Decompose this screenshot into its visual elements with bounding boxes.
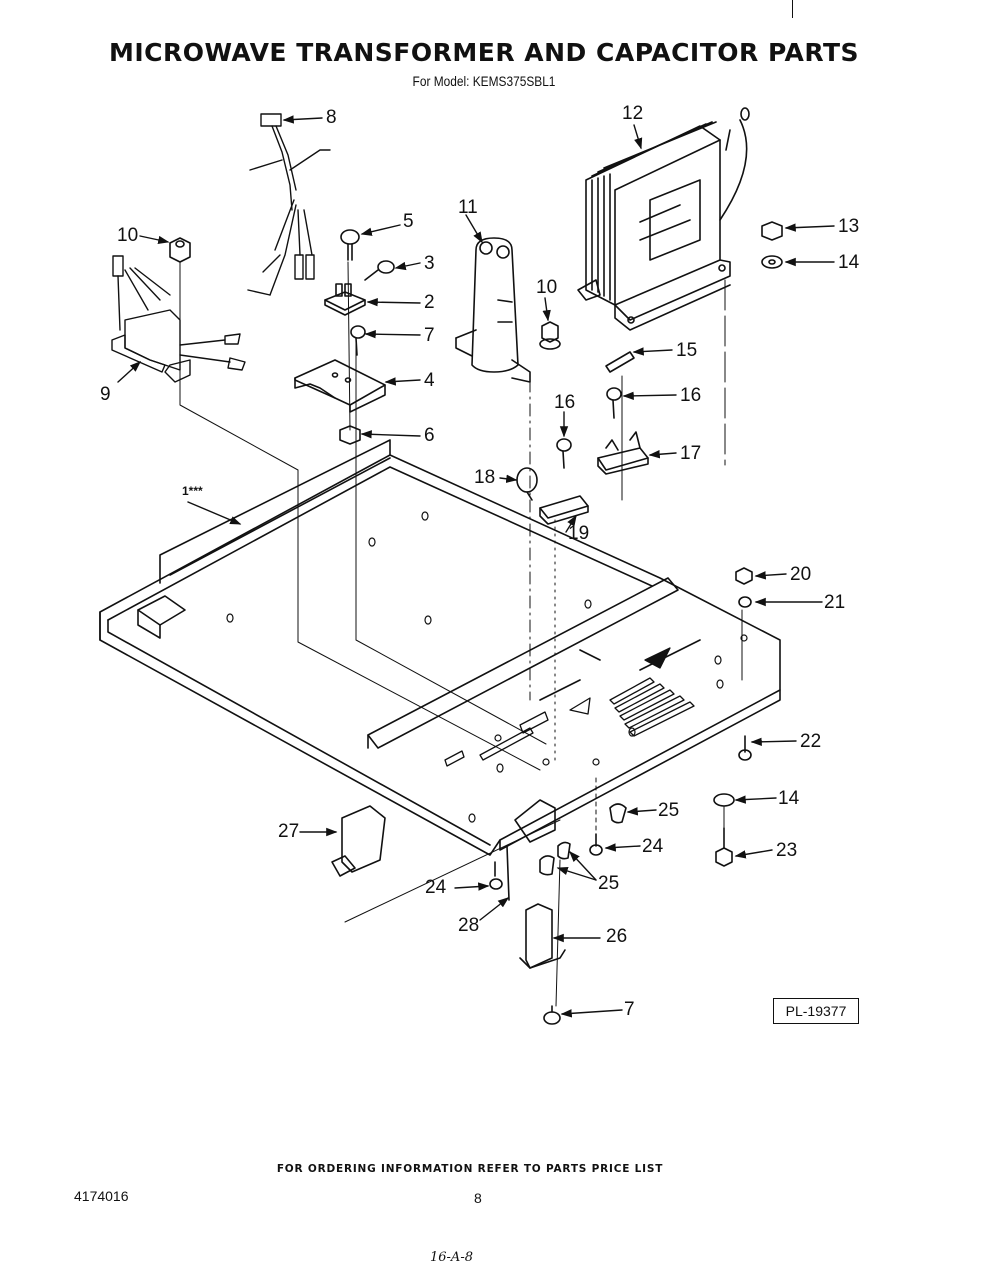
callout-part-12: 12: [622, 103, 644, 124]
callout-part-7: 7: [424, 325, 435, 346]
callout-part-18: 18: [474, 467, 496, 488]
part-11-capacitor: [455, 237, 531, 383]
callout-part-2: 2: [424, 292, 435, 313]
callout-part-25: 25: [598, 873, 620, 894]
assembly-lines: [179, 261, 743, 1007]
callout-part-28: 28: [458, 915, 480, 936]
base-plate: [99, 439, 781, 856]
callout-part-9: 9: [100, 384, 111, 405]
part-4-bracket: [294, 359, 386, 413]
callout-part-17: 17: [680, 443, 702, 464]
ordering-note: FOR ORDERING INFORMATION REFER TO PARTS …: [276, 1163, 664, 1175]
reference-code: PL-19377: [785, 1003, 847, 1019]
callout-part-4: 4: [424, 370, 435, 391]
part-28-pin: [506, 845, 510, 901]
part-23-screw: [715, 827, 733, 867]
part-22-screw: [738, 735, 752, 761]
callout-part-13: 13: [838, 216, 860, 237]
part-5-screw: [340, 229, 360, 261]
callout-part-15: 15: [676, 340, 698, 361]
part-21-washer: [738, 596, 752, 608]
crop-mark: [792, 0, 793, 18]
callout-leaders: [117, 115, 835, 1018]
callout-part-16: 16: [554, 392, 576, 413]
model-subtitle: For Model: KEMS375SBL1: [412, 73, 556, 89]
part-14-washer-top: [761, 255, 783, 269]
part-16-screw-lower: [556, 438, 572, 469]
wire-harness: [247, 113, 331, 296]
callout-part-21: 21: [824, 592, 846, 613]
callout-part-20: 20: [790, 564, 812, 585]
part-7-leveling-foot: [543, 1005, 561, 1025]
part-7-screw-top: [350, 325, 366, 356]
part-25-bumper-top: [609, 803, 627, 824]
part-2-holder: [324, 283, 366, 316]
handwritten-note: 16-A-8: [430, 1250, 473, 1265]
callout-part-26: 26: [606, 926, 628, 947]
callout-part-10: 10: [536, 277, 558, 298]
part-17-fuse-holder: [597, 431, 649, 475]
part-27-foot: [331, 805, 386, 877]
part-10-nut-right: [539, 321, 561, 350]
callout-part-24: 24: [642, 836, 664, 857]
callout-part-10: 10: [117, 225, 139, 246]
callout-part-24: 24: [425, 877, 447, 898]
part-18-disc: [516, 467, 538, 501]
part-14-washer-bottom: [713, 793, 735, 807]
reference-code-box: PL-19377: [773, 998, 859, 1024]
part-26-foot: [519, 903, 566, 969]
callout-part-5: 5: [403, 211, 414, 232]
callout-part-27: 27: [278, 821, 300, 842]
callout-part-6: 6: [424, 425, 435, 446]
callout-part-1: 1***: [182, 484, 203, 498]
part-3-diode: [364, 260, 395, 281]
page-number: 8: [474, 1190, 482, 1206]
callout-part-11: 11: [458, 197, 478, 218]
part-13-nut: [761, 221, 783, 241]
callout-part-23: 23: [776, 840, 798, 861]
callout-part-8: 8: [326, 107, 337, 128]
callout-part-3: 3: [424, 253, 435, 274]
callout-part-14: 14: [838, 252, 860, 273]
callout-part-16: 16: [680, 385, 702, 406]
document-number: 4174016: [74, 1188, 129, 1204]
part-24-screw-right: [589, 833, 603, 856]
callout-part-19: 19: [568, 523, 590, 544]
part-9-small-transformer: [111, 255, 246, 383]
callout-part-25: 25: [658, 800, 680, 821]
callout-part-22: 22: [800, 731, 822, 752]
part-16-screw-upper: [606, 387, 622, 419]
callout-part-7: 7: [624, 999, 635, 1020]
callout-part-14: 14: [778, 788, 800, 809]
part-20-nut: [735, 567, 753, 585]
part-24-screw-left: [489, 861, 503, 890]
part-10-nut-left: [169, 237, 191, 263]
page-title: MICROWAVE TRANSFORMER AND CAPACITOR PART…: [108, 38, 860, 67]
part-15-fuse: [605, 351, 635, 373]
part-12-transformer: [577, 107, 750, 331]
part-19-terminal: [539, 495, 589, 525]
part-25-bumper-pair: [539, 841, 571, 876]
